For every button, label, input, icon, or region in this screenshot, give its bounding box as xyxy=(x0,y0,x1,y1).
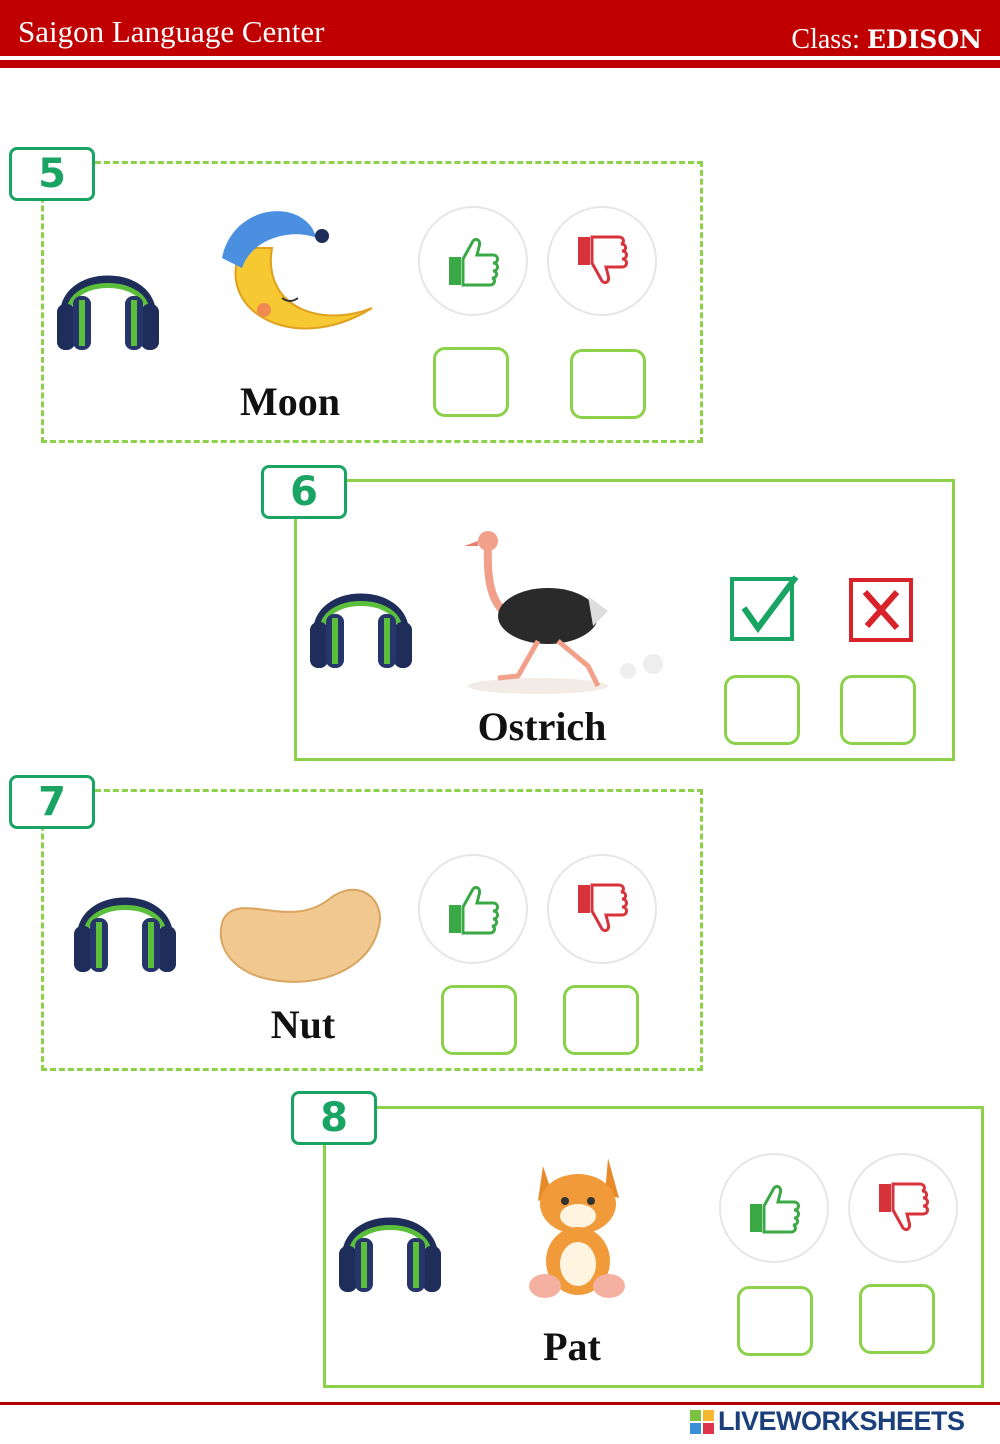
headphones-icon[interactable] xyxy=(70,870,180,980)
answer-box-cross[interactable] xyxy=(840,675,916,745)
question-card-5 xyxy=(41,161,703,443)
thumbs-up-option xyxy=(719,1153,829,1263)
liveworksheets-logo: LIVEWORKSHEETS xyxy=(690,1406,965,1437)
thumbs-down-icon xyxy=(572,231,632,291)
header-bar xyxy=(0,0,1000,56)
answer-box-thumbs-up[interactable] xyxy=(433,347,509,417)
answer-box-thumbs-down[interactable] xyxy=(563,985,639,1055)
question-card-7 xyxy=(41,789,703,1071)
word-label: Moon xyxy=(240,379,340,424)
answer-box-thumbs-up[interactable] xyxy=(441,985,517,1055)
answer-box-thumbs-up[interactable] xyxy=(737,1286,813,1356)
question-card-8 xyxy=(323,1106,984,1388)
headphones-icon[interactable] xyxy=(335,1190,445,1300)
thumbs-down-icon xyxy=(873,1178,933,1238)
logo-text: LIVEWORKSHEETS xyxy=(718,1406,965,1436)
thumbs-down-option xyxy=(547,206,657,316)
question-number: 6 xyxy=(261,465,347,519)
ostrich-image xyxy=(464,531,663,694)
thumbs-up-icon xyxy=(744,1178,804,1238)
question-number: 7 xyxy=(9,775,95,829)
thumbs-down-option xyxy=(547,854,657,964)
cat-image xyxy=(529,1158,625,1298)
thumbs-down-icon xyxy=(572,879,632,939)
thumbs-up-option xyxy=(418,206,528,316)
headphones-icon[interactable] xyxy=(53,248,163,358)
word-label: Nut xyxy=(270,1002,336,1047)
answer-box-check[interactable] xyxy=(724,675,800,745)
answer-box-thumbs-down[interactable] xyxy=(570,349,646,419)
thumbs-down-option xyxy=(848,1153,958,1263)
check-icon xyxy=(730,575,799,641)
headphones-icon[interactable] xyxy=(306,566,416,676)
answer-box-thumbs-down[interactable] xyxy=(859,1284,935,1354)
question-number: 5 xyxy=(9,147,95,201)
header-rule xyxy=(0,60,1000,68)
nut-image xyxy=(219,888,381,983)
cross-icon xyxy=(849,578,913,642)
word-label: Ostrich xyxy=(477,704,607,749)
class-label-text: Class: xyxy=(791,24,860,55)
class-label: Class: EDISON xyxy=(791,24,982,56)
word-label: Pat xyxy=(543,1324,601,1369)
question-card-6 xyxy=(294,479,955,761)
question-number: 8 xyxy=(291,1091,377,1145)
moon-image xyxy=(222,211,373,330)
live-badge-icon xyxy=(690,1409,714,1434)
class-name: EDISON xyxy=(866,25,982,54)
school-name: Saigon Language Center xyxy=(18,14,325,49)
footer-rule xyxy=(0,1402,1000,1405)
thumbs-up-icon xyxy=(443,879,503,939)
thumbs-up-icon xyxy=(443,231,503,291)
thumbs-up-option xyxy=(418,854,528,964)
